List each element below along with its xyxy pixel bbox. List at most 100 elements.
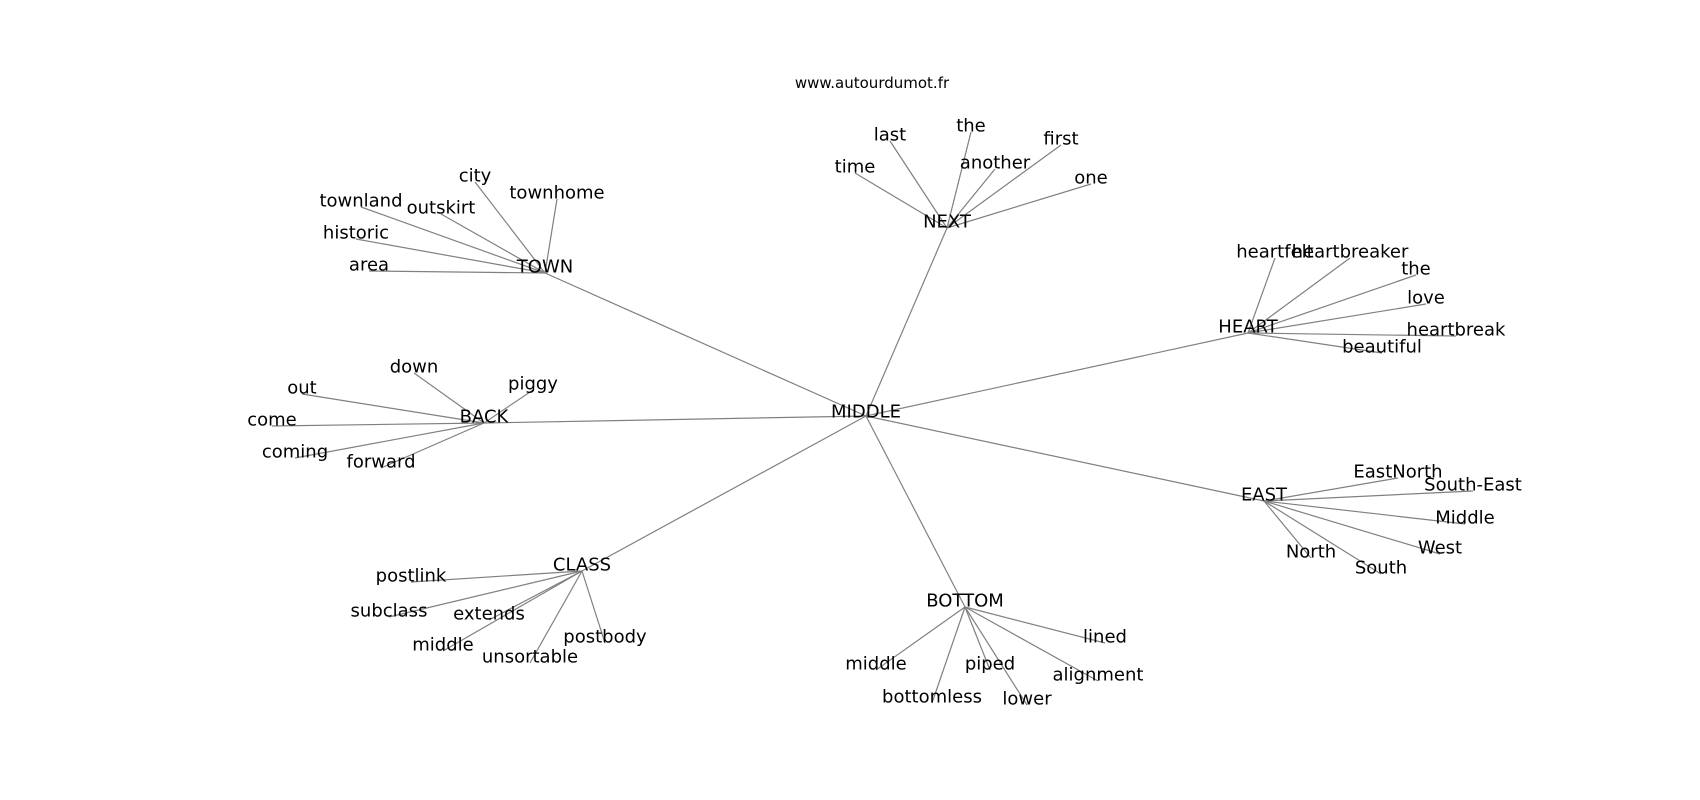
edge-center-next (865, 227, 948, 417)
edge-east-south-east (1263, 490, 1474, 502)
node-word-town-city: city (459, 166, 492, 187)
node-word-town-historic: historic (323, 223, 389, 244)
edge-class-unsortable (529, 570, 583, 664)
edge-bottom-lined (964, 606, 1106, 644)
edge-center-bottom (865, 415, 966, 608)
node-word-heart-heartbreak: heartbreak (1407, 320, 1507, 341)
edge-class-postbody (581, 570, 606, 644)
edge-next-time (854, 172, 948, 229)
node-word-back-coming: coming (262, 442, 328, 463)
node-word-class-extends: extends (453, 604, 525, 625)
edge-town-historic (355, 238, 546, 274)
edge-next-another (946, 168, 996, 229)
node-word-heart-heartfelt: heartfelt (1236, 242, 1313, 263)
node-word-next-one: one (1074, 168, 1108, 189)
node-word-heart-beautiful: beautiful (1342, 337, 1422, 358)
edge-back-come (271, 422, 485, 427)
edge-east-west (1263, 500, 1441, 555)
node-word-class-subclass: subclass (351, 601, 428, 622)
edge-class-postlink (410, 570, 583, 583)
edge-bottom-lower (964, 606, 1028, 706)
node-word-bottom-middle: middle (845, 654, 906, 675)
edge-heart-heartbreaker (1247, 257, 1351, 334)
node-hub-class: CLASS (553, 555, 611, 576)
node-word-heart-love: love (1407, 288, 1445, 309)
node-word-class-postlink: postlink (376, 566, 447, 587)
node-word-bottom-lined: lined (1083, 627, 1127, 648)
edge-next-last (889, 140, 948, 229)
node-word-east-west: West (1418, 538, 1462, 559)
edge-center-town (544, 272, 867, 417)
node-word-east-south-east: South-East (1424, 475, 1522, 496)
edge-back-down (413, 372, 485, 424)
node-word-town-area: area (349, 255, 389, 276)
edge-center-back (483, 415, 867, 424)
node-word-next-the: the (956, 116, 986, 137)
node-word-east-middle: Middle (1435, 508, 1494, 529)
edge-back-out (301, 393, 485, 424)
node-word-back-piggy: piggy (508, 374, 558, 395)
node-word-bottom-piped: piped (965, 654, 1015, 675)
edge-class-middle (442, 570, 583, 652)
node-hub-town: TOWN (516, 257, 573, 278)
node-word-heart-heartbreaker: heartbreaker (1292, 242, 1409, 263)
edge-east-south (1263, 500, 1382, 575)
node-hub-next: NEXT (923, 212, 972, 233)
edge-town-townhome (544, 198, 558, 274)
node-word-next-last: last (874, 125, 906, 146)
edge-heart-heartfelt (1247, 257, 1276, 334)
edge-bottom-middle (875, 606, 966, 671)
edge-east-north (1263, 500, 1312, 559)
node-word-class-postbody: postbody (563, 627, 647, 648)
node-word-east-eastnorth: EastNorth (1353, 462, 1442, 483)
edge-bottom-bottomless (931, 606, 966, 704)
edge-town-area (368, 270, 546, 274)
node-word-back-forward: forward (346, 452, 415, 473)
node-center-middle: MIDDLE (831, 402, 901, 423)
node-word-bottom-alignment: alignment (1053, 665, 1144, 686)
edge-east-eastnorth (1263, 477, 1399, 502)
edge-back-coming (294, 422, 485, 459)
node-word-town-townhome: townhome (509, 183, 604, 204)
edge-class-extends (488, 570, 583, 621)
edge-next-the (946, 131, 972, 229)
edge-back-forward (380, 422, 485, 469)
node-word-back-out: out (287, 378, 316, 399)
node-word-east-south: South (1355, 558, 1407, 579)
node-word-bottom-bottomless: bottomless (882, 687, 982, 708)
edge-center-east (865, 415, 1265, 502)
edge-heart-beautiful (1247, 332, 1383, 354)
node-word-next-another: another (960, 153, 1031, 174)
edge-bottom-piped (964, 606, 991, 671)
node-word-bottom-lower: lower (1002, 689, 1052, 710)
node-word-east-north: North (1286, 542, 1336, 563)
node-word-next-time: time (835, 157, 876, 178)
node-word-heart-the: the (1401, 259, 1431, 280)
edge-town-townland (360, 206, 546, 274)
edge-center-class (581, 415, 867, 572)
node-word-town-townland: townland (319, 191, 402, 212)
node-word-class-middle: middle (412, 635, 473, 656)
edges-layer (271, 131, 1474, 706)
edge-town-city (474, 181, 546, 274)
labels-layer: MIDDLE NEXT time last the another first oneTOWN… (247, 116, 1522, 710)
node-hub-heart: HEART (1218, 317, 1278, 338)
edge-next-first (946, 144, 1062, 229)
edge-east-middle (1263, 500, 1466, 525)
edge-center-heart (865, 332, 1249, 417)
node-hub-back: BACK (460, 407, 510, 428)
edge-heart-love (1247, 303, 1427, 334)
edge-town-outskirt (440, 213, 546, 274)
edge-bottom-alignment (964, 606, 1099, 682)
node-word-town-outskirt: outskirt (407, 198, 476, 219)
node-word-back-down: down (390, 357, 439, 378)
watermark-text: www.autourdumot.fr (795, 74, 950, 92)
node-word-next-first: first (1043, 129, 1078, 150)
edge-next-one (946, 183, 1092, 229)
edge-back-piggy (483, 389, 534, 424)
edge-heart-heartbreak (1247, 332, 1457, 337)
node-hub-east: EAST (1241, 485, 1288, 506)
node-word-class-unsortable: unsortable (482, 647, 578, 668)
edge-class-subclass (388, 570, 583, 618)
